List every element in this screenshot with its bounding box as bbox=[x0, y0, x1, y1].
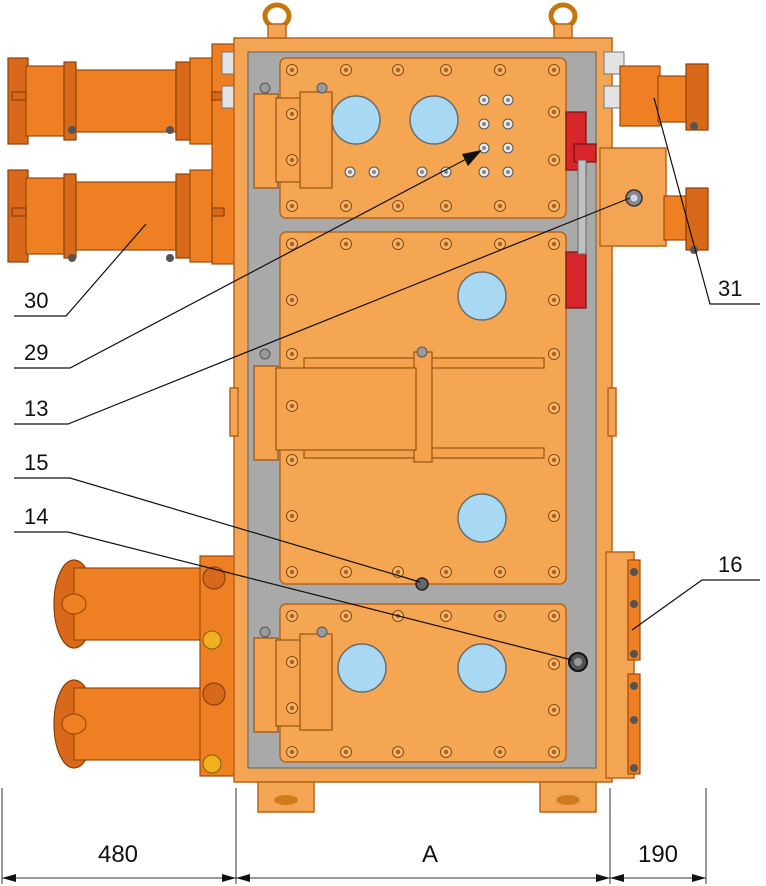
middle-cover-panel bbox=[253, 231, 567, 591]
right-side-fittings bbox=[599, 51, 709, 779]
svg-text:13: 13 bbox=[24, 396, 48, 421]
left-upper-cable-entries bbox=[7, 43, 243, 265]
callout-14: 14 bbox=[14, 504, 573, 661]
left-lower-cable-entries bbox=[53, 555, 237, 777]
interlock-bar bbox=[565, 111, 597, 309]
callout-29: 29 bbox=[14, 150, 482, 369]
callout-31: 31 bbox=[653, 97, 760, 305]
bottom-cover-panel bbox=[253, 603, 588, 763]
svg-text:14: 14 bbox=[24, 504, 48, 529]
svg-text:15: 15 bbox=[24, 450, 48, 475]
svg-text:30: 30 bbox=[24, 288, 48, 313]
svg-text:16: 16 bbox=[718, 552, 742, 577]
dimension-right: 190 bbox=[638, 841, 678, 868]
dimension-left: 480 bbox=[98, 841, 138, 868]
callout-30: 30 bbox=[14, 223, 147, 317]
svg-text:29: 29 bbox=[24, 340, 48, 365]
svg-text:31: 31 bbox=[718, 276, 742, 301]
dimension-lines bbox=[1, 788, 707, 884]
callout-13: 13 bbox=[14, 197, 631, 425]
dimension-center: A bbox=[422, 841, 438, 868]
callout-16: 16 bbox=[631, 552, 760, 631]
top-cover-panel bbox=[253, 57, 567, 219]
callout-15: 15 bbox=[14, 450, 421, 583]
